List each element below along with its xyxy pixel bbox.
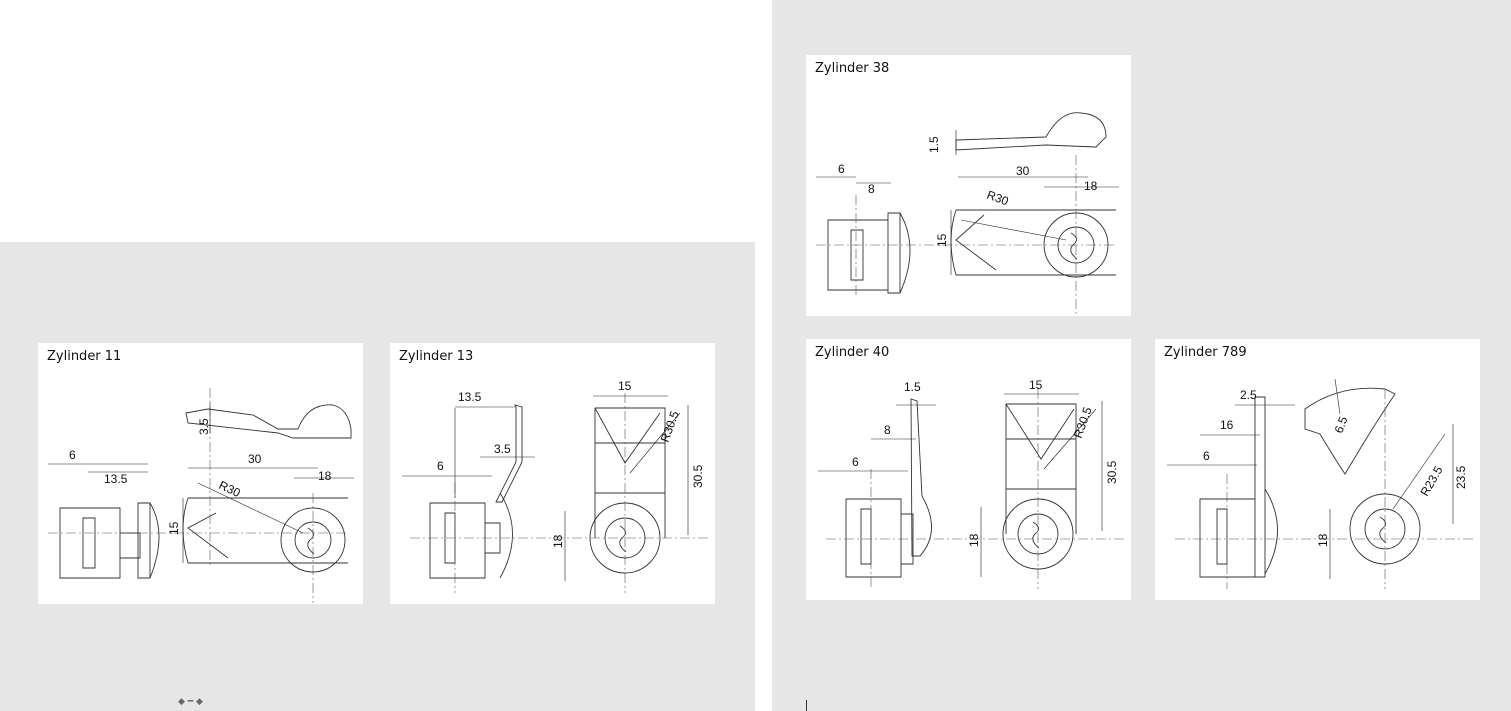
dimension-label: 18 bbox=[967, 533, 981, 547]
dimension-label: R30.5 bbox=[658, 409, 682, 444]
cam-lock-drawing: 13.5 6 3.5 15 R30.5 30.5 18 bbox=[402, 379, 710, 593]
cam-lock-drawing: 2.5 16 6 6.5 23.5 R23.5 18 bbox=[1167, 378, 1475, 589]
drawing-title: Zylinder 11 bbox=[47, 349, 122, 364]
dimension-label: 8 bbox=[868, 182, 875, 196]
drawing-title: Zylinder 789 bbox=[1164, 345, 1247, 360]
dimension-label: 1.5 bbox=[927, 136, 941, 153]
dimension-label: 30 bbox=[248, 452, 262, 466]
dimension-label: R23.5 bbox=[1417, 463, 1445, 498]
dimension-label: 6 bbox=[1203, 449, 1210, 463]
dimension-label: 6.5 bbox=[1332, 414, 1351, 435]
dimension-label: 2.5 bbox=[1240, 388, 1257, 402]
drawing-zylinder-789: Zylinder 789 2.5 16 6 6.5 23.5 R23.5 18 bbox=[1155, 339, 1480, 600]
cam-lock-drawing: 1.5 1.5 6 8 30 18 R30 15 bbox=[816, 112, 1119, 315]
dimension-label: 30.5 bbox=[691, 464, 705, 488]
drawing-title: Zylinder 13 bbox=[399, 349, 474, 364]
drawing-zylinder-11: Zylinder 11 6 13.5 3.5 30 18 R30 15 bbox=[38, 343, 363, 604]
dimension-label: 6 bbox=[852, 455, 859, 469]
dimension-label: 23.5 bbox=[1454, 465, 1468, 489]
dimension-label: 3.5 bbox=[494, 442, 511, 456]
dimension-label: 6 bbox=[437, 459, 444, 473]
drawing-zylinder-40: Zylinder 40 1.5 8 6 15 R30.5 30.5 18 bbox=[806, 339, 1131, 600]
dimension-label: 15 bbox=[1029, 378, 1043, 392]
dimension-label: 13.5 bbox=[104, 472, 128, 486]
dimension-label: 18 bbox=[551, 534, 565, 548]
dimension-label: R30 bbox=[217, 478, 243, 500]
dimension-label: 18 bbox=[1316, 533, 1330, 547]
dimension-label: 1.5 bbox=[904, 380, 921, 394]
dimension-label: R30 bbox=[985, 188, 1011, 209]
dimension-label: 6 bbox=[69, 448, 76, 462]
cam-lock-drawing: 1.5 8 6 15 R30.5 30.5 18 bbox=[818, 378, 1126, 589]
dimension-label: 30.5 bbox=[1105, 460, 1119, 484]
dimension-label: 3.5 bbox=[197, 418, 211, 435]
dimension-label: 18 bbox=[1084, 179, 1098, 193]
cam-lock-drawing: 6 13.5 3.5 30 18 R30 15 bbox=[48, 388, 354, 603]
dimension-label: 13.5 bbox=[458, 390, 482, 404]
crop-mark bbox=[806, 700, 807, 711]
dimension-label: 16 bbox=[1220, 418, 1234, 432]
dimension-label: 30 bbox=[1016, 164, 1030, 178]
drawing-title: Zylinder 38 bbox=[815, 61, 890, 76]
dimension-label: 8 bbox=[884, 423, 891, 437]
page-marker: ◆ ━ ◆ bbox=[178, 697, 203, 707]
dimension-label: R30.5 bbox=[1071, 405, 1095, 440]
drawing-zylinder-38: Zylinder 38 1.5 1.5 6 8 30 18 R30 15 bbox=[806, 55, 1131, 316]
drawing-title: Zylinder 40 bbox=[815, 345, 890, 360]
dimension-label: 15 bbox=[618, 379, 632, 393]
dimension-label: 6 bbox=[838, 162, 845, 176]
dimension-label: 15 bbox=[935, 233, 949, 247]
dimension-label: 18 bbox=[318, 469, 332, 483]
dimension-label: 15 bbox=[167, 521, 181, 535]
drawing-zylinder-13: Zylinder 13 13.5 6 3.5 15 R30.5 30.5 18 bbox=[390, 343, 715, 604]
